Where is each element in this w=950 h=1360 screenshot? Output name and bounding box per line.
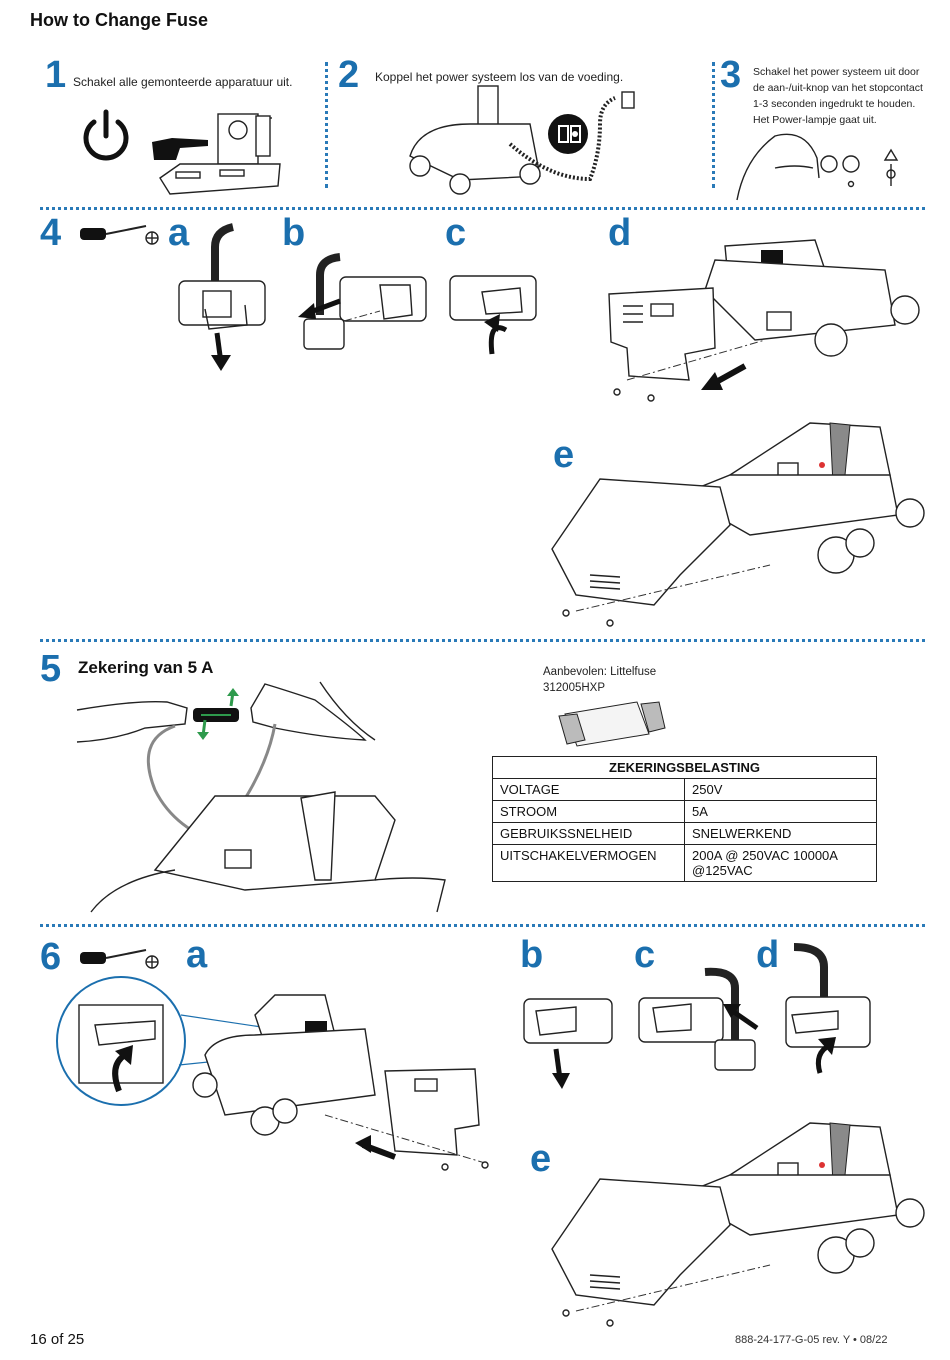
step-2-text: Koppel het power systeem los van de voed… <box>375 70 624 84</box>
step-6c-letter: c <box>634 934 656 976</box>
step-3-line: Schakel het power systeem uit door <box>753 66 920 78</box>
step-3-number: 3 <box>720 54 742 96</box>
fuse-rating-table: ZEKERINGSBELASTING VOLTAGE 250V STROOM 5… <box>492 756 877 882</box>
table-cell: VOLTAGE <box>492 778 685 801</box>
table-cell: STROOM <box>492 800 685 823</box>
step-3-line: Het Power-lampje gaat uit. <box>753 114 877 126</box>
table-cell: 200A @ 250VAC 10000A @125VAC <box>684 844 877 882</box>
fuse-icon <box>558 701 666 747</box>
table-row: STROOM 5A <box>492 800 877 823</box>
table-header: ZEKERINGSBELASTING <box>492 756 877 779</box>
document-id: 888-24-177-G-05 rev. Y • 08/22 <box>735 1334 888 1346</box>
step-6d-letter: d <box>756 934 780 976</box>
table-cell: UITSCHAKELVERMOGEN <box>492 844 685 882</box>
step-6b-illustration <box>523 998 613 1089</box>
table-row: UITSCHAKELVERMOGEN 200A @ 250VAC 10000A … <box>492 844 877 882</box>
unplug-icon <box>548 114 588 154</box>
step-4d-letter: d <box>608 212 632 254</box>
screwdriver-icon <box>80 225 159 245</box>
step-6b-letter: b <box>520 934 544 976</box>
page-title: How to Change Fuse <box>30 10 209 30</box>
step-4d-illustration <box>608 239 920 402</box>
step-5-title: Zekering van 5 A <box>78 658 214 677</box>
recommended-line: 312005HXP <box>543 682 606 694</box>
page-number: 16 of 25 <box>30 1331 85 1348</box>
step-4b-illustration <box>298 253 427 350</box>
step-3-illustration <box>736 133 899 201</box>
step-2-number: 2 <box>338 54 360 96</box>
table-cell: 250V <box>684 778 877 801</box>
step-6a-illustration <box>56 976 489 1171</box>
table-cell: 5A <box>684 800 877 823</box>
step-4a-letter: a <box>168 212 190 254</box>
step-4c-letter: c <box>445 212 467 254</box>
step-5-number: 5 <box>40 648 62 690</box>
table-cell: SNELWERKEND <box>684 822 877 845</box>
step-6a-letter: a <box>186 934 208 976</box>
step-4a-illustration <box>178 223 266 371</box>
step-1-number: 1 <box>45 54 67 96</box>
pointing-hand-icon <box>152 138 208 160</box>
recommended-fuse: Aanbevolen: Littelfuse 312005HXP <box>543 664 656 696</box>
recommended-line: Aanbevolen: Littelfuse <box>543 666 657 678</box>
step-5-illustration <box>76 681 446 913</box>
step-4b-letter: b <box>282 212 306 254</box>
table-row: GEBRUIKSSNELHEID SNELWERKEND <box>492 822 877 845</box>
step-4c-illustration <box>449 275 537 355</box>
step-3-text: Schakel het power systeem uit door de aa… <box>753 64 923 128</box>
step-4-number: 4 <box>40 212 62 254</box>
step-6e-letter: e <box>530 1138 552 1180</box>
step-3-line: de aan-/uit-knop van het stopcontact <box>753 82 923 94</box>
step-6d-illustration <box>785 943 871 1074</box>
warning-fuse-icon <box>883 148 899 186</box>
step-2-illustration <box>409 85 635 195</box>
step-1-illustration <box>83 109 281 195</box>
step-1-text: Schakel alle gemonteerde apparatuur uit. <box>73 75 293 89</box>
table-row: VOLTAGE 250V <box>492 778 877 801</box>
step-3-line: 1-3 seconden ingedrukt te houden. <box>753 98 916 110</box>
power-icon <box>83 109 129 161</box>
step-4e-illustration <box>551 422 925 627</box>
step-6e-illustration <box>551 1122 925 1327</box>
step-6-number: 6 <box>40 936 62 978</box>
screwdriver-icon <box>80 949 159 969</box>
table-cell: GEBRUIKSSNELHEID <box>492 822 685 845</box>
table-header-row: ZEKERINGSBELASTING <box>492 756 877 779</box>
step-6c-illustration <box>638 967 759 1071</box>
step-4e-letter: e <box>553 434 575 476</box>
